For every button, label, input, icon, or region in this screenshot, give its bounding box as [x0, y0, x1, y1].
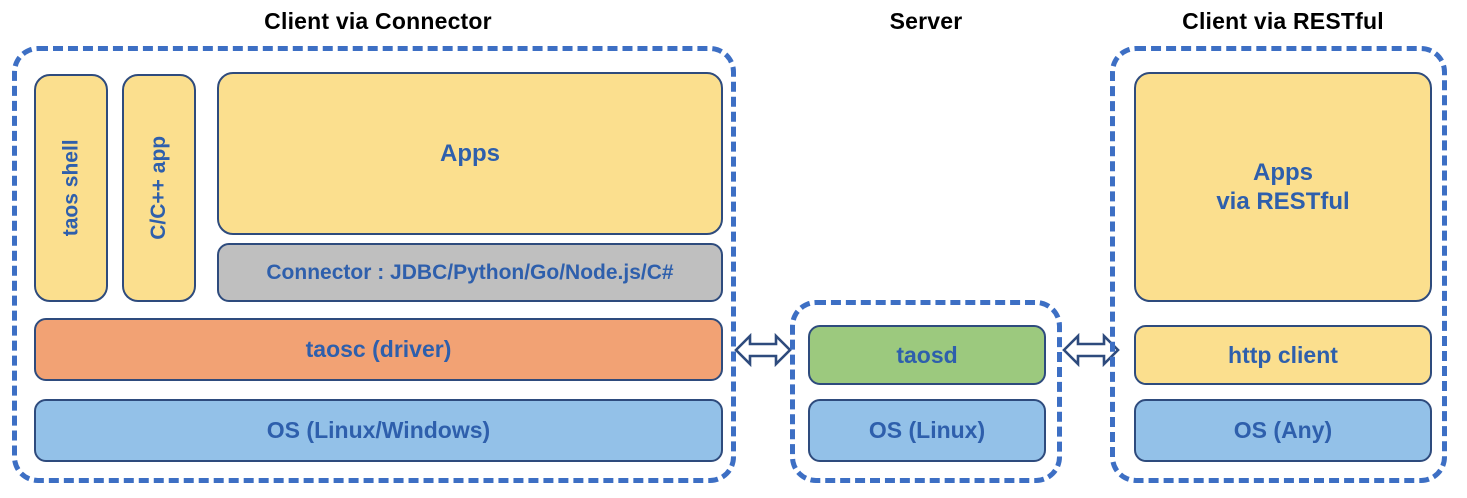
- block-cpp-app-label: C/C++ app: [147, 136, 171, 240]
- block-apps-connector[interactable]: Apps: [217, 72, 723, 235]
- server-container: [790, 300, 1062, 483]
- block-os-linux[interactable]: OS (Linux): [808, 399, 1046, 462]
- block-taosc-driver[interactable]: taosc (driver): [34, 318, 723, 381]
- arrow-client-to-server-icon: [734, 328, 792, 377]
- block-http-client[interactable]: http client: [1134, 325, 1432, 385]
- block-taos-shell-label: taos shell: [59, 139, 83, 237]
- block-os-any[interactable]: OS (Any): [1134, 399, 1432, 462]
- block-os-linux-windows[interactable]: OS (Linux/Windows): [34, 399, 723, 462]
- block-taos-shell[interactable]: taos shell: [34, 74, 108, 302]
- block-apps-via-restful[interactable]: Apps via RESTful: [1134, 72, 1432, 302]
- block-cpp-app[interactable]: C/C++ app: [122, 74, 196, 302]
- client-restful-container: [1110, 46, 1447, 483]
- block-taosd[interactable]: taosd: [808, 325, 1046, 385]
- arrow-server-to-restful-client-icon: [1062, 328, 1120, 377]
- section-title-server: Server: [889, 8, 963, 34]
- block-connector-list[interactable]: Connector : JDBC/Python/Go/Node.js/C#: [217, 243, 723, 302]
- section-title-client-restful: Client via RESTful: [1182, 8, 1384, 34]
- section-title-client-connector: Client via Connector: [264, 8, 492, 34]
- client-connector-container: [12, 46, 736, 483]
